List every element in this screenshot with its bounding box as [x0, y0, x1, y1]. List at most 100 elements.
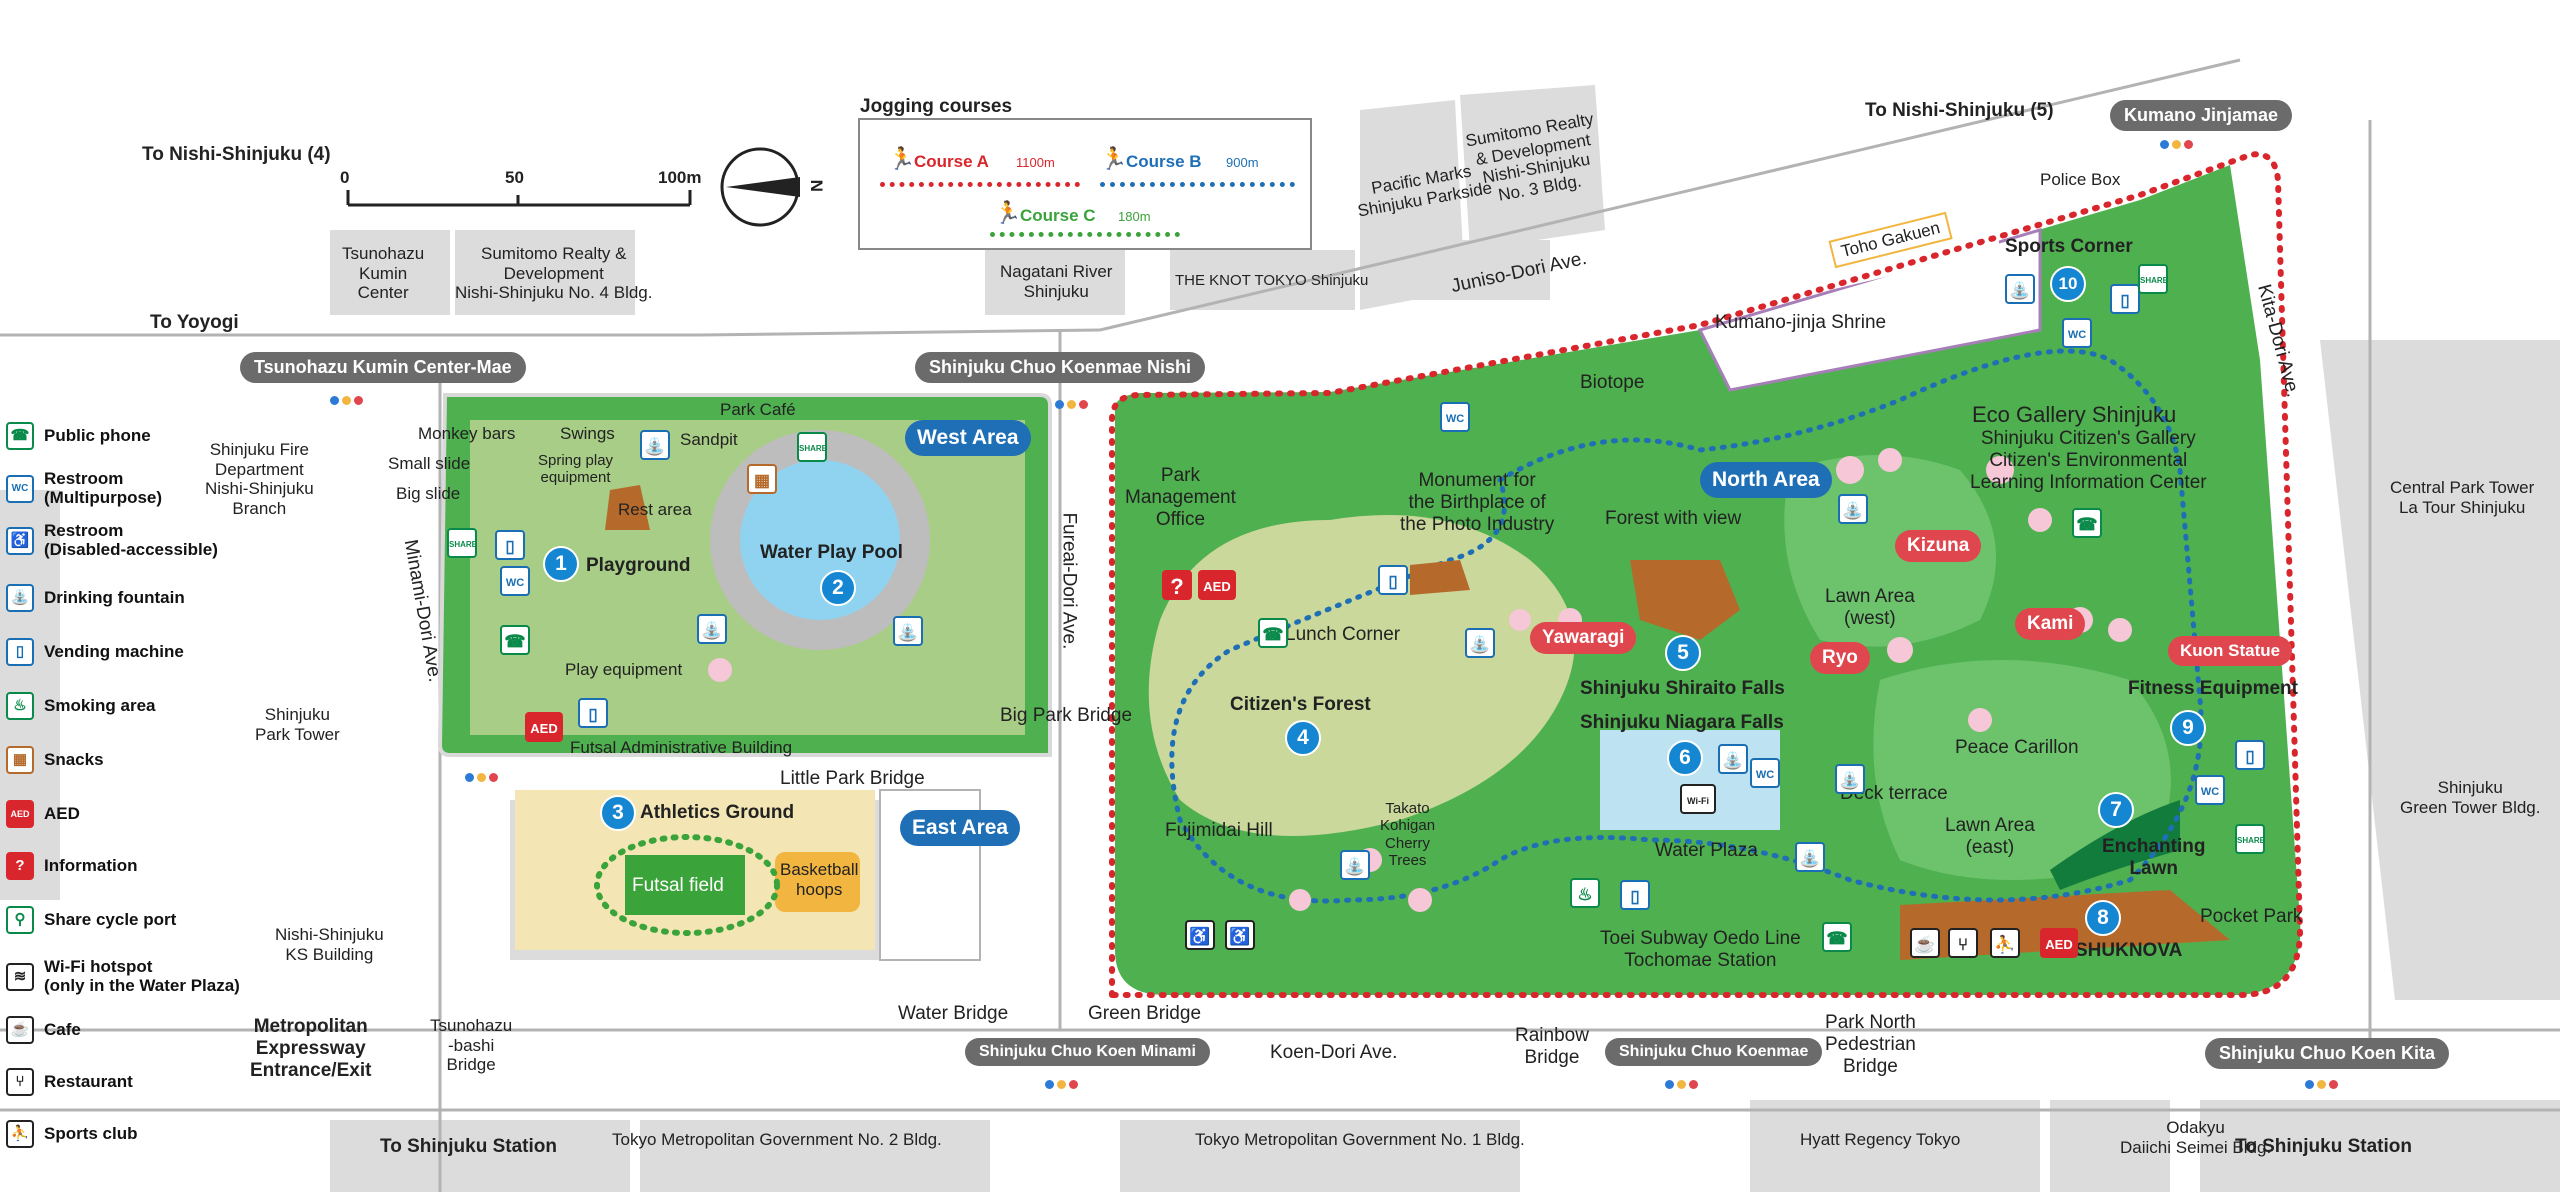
phone-icon[interactable]: ☎ — [1822, 922, 1852, 952]
course-a-route — [1109, 151, 2304, 998]
place-spring: Spring play equipment — [538, 452, 614, 487]
information-icon[interactable]: ? — [1162, 570, 1192, 600]
marker-5[interactable]: 5 — [1665, 635, 1701, 671]
traffic-light-icon — [1665, 1080, 1698, 1089]
to-shinjuku-station-left: To Shinjuku Station — [380, 1136, 557, 1157]
place-fujimidai: Fujimidai Hill — [1165, 820, 1273, 841]
marker-2[interactable]: 2 — [820, 570, 856, 606]
drinking-fountain-icon[interactable]: ⛲ — [1838, 494, 1868, 524]
place-futsal-field: Futsal field — [632, 875, 724, 896]
scale-fifty: 50 — [505, 168, 524, 187]
smoking-area-icon[interactable]: ♨ — [1570, 878, 1600, 908]
aed-icon[interactable]: AED — [525, 712, 563, 742]
cafe-icon[interactable]: ☕ — [1910, 928, 1940, 958]
drinking-fountain-icon[interactable]: ⛲ — [697, 614, 727, 644]
vending-machine-icon[interactable]: ▯ — [1620, 880, 1650, 910]
bldg-knot: THE KNOT TOKYO Shinjuku — [1175, 272, 1369, 289]
restaurant-icon[interactable]: ⑂ — [1948, 928, 1978, 958]
phone-icon[interactable]: ☎ — [500, 625, 530, 655]
snacks-icon[interactable]: ▦ — [747, 464, 777, 494]
share-cycle-icon[interactable]: SHARE — [2235, 824, 2265, 854]
sports-club-icon: ⛹ — [6, 1120, 34, 1148]
drinking-fountain-icon[interactable]: ⛲ — [2005, 274, 2035, 304]
drinking-fountain-icon[interactable]: ⛲ — [1340, 850, 1370, 880]
restroom-multipurpose-icon[interactable]: WC — [2195, 775, 2225, 805]
marker-3[interactable]: 3 — [600, 795, 636, 831]
vending-machine-icon: ▯ — [6, 638, 34, 666]
runner-c-icon: 🏃 — [994, 200, 1022, 225]
place-big-bridge: Big Park Bridge — [1000, 705, 1133, 726]
marker-9[interactable]: 9 — [2170, 710, 2206, 746]
restroom-multipurpose-icon[interactable]: WC — [500, 566, 530, 596]
traffic-light-icon — [1055, 400, 1088, 409]
aed-icon[interactable]: AED — [2040, 928, 2078, 958]
restroom-multipurpose-icon[interactable]: WC — [2062, 318, 2092, 348]
futsal-field-rect — [625, 855, 745, 915]
bldg-ks: Nishi-Shinjuku KS Building — [275, 925, 384, 964]
wifi-icon[interactable]: Wi-Fi — [1680, 784, 1716, 814]
legend-item: ⛹Sports club — [6, 1120, 138, 1148]
place-fitness: Fitness Equipment — [2128, 678, 2298, 699]
restroom-multipurpose-icon[interactable]: WC — [1750, 758, 1780, 788]
place-lunch: Lunch Corner — [1285, 624, 1401, 645]
share-cycle-icon[interactable]: SHARE — [797, 432, 827, 462]
marker-7[interactable]: 7 — [2098, 792, 2134, 828]
restroom-accessible-icon[interactable]: ♿ — [1185, 920, 1215, 950]
north-area-label: North Area — [1700, 462, 1832, 498]
place-tsunohazu-bridge: Tsunohazu -bashi Bridge — [430, 1016, 513, 1075]
restroom-multipurpose-icon[interactable]: WC — [1440, 402, 1470, 432]
runner-b-icon: 🏃 — [1100, 146, 1128, 171]
phone-icon[interactable]: ☎ — [2072, 508, 2102, 538]
share-cycle-icon[interactable]: SHARE — [447, 528, 477, 558]
runner-a-icon: 🏃 — [888, 146, 916, 171]
marker-8[interactable]: 8 — [2085, 900, 2121, 936]
drinking-fountain-icon[interactable]: ⛲ — [1718, 744, 1748, 774]
legend-item: ⚲Share cycle port — [6, 906, 176, 934]
marker-4[interactable]: 4 — [1285, 720, 1321, 756]
phone-icon[interactable]: ☎ — [1258, 618, 1288, 648]
drinking-fountain-icon[interactable]: ⛲ — [640, 430, 670, 460]
place-kami: Kami — [2015, 608, 2086, 640]
drinking-fountain-icon[interactable]: ⛲ — [893, 616, 923, 646]
marker-6[interactable]: 6 — [1667, 740, 1703, 776]
vending-machine-icon[interactable]: ▯ — [578, 698, 608, 728]
to-shinjuku-station-right: To Shinjuku Station — [2235, 1136, 2412, 1157]
place-enchanting: Enchanting Lawn — [2102, 836, 2206, 879]
bldg-green-tower: Shinjuku Green Tower Bldg. — [2400, 778, 2541, 817]
vending-machine-icon[interactable]: ▯ — [1378, 565, 1408, 595]
place-little-bridge: Little Park Bridge — [780, 768, 925, 789]
place-rainbow: Rainbow Bridge — [1515, 1025, 1589, 1068]
place-futsal-admin: Futsal Administrative Building — [570, 738, 793, 757]
traffic-light-icon — [330, 396, 363, 405]
legend-item: ≋Wi-Fi hotspot (only in the Water Plaza) — [6, 957, 240, 995]
vending-machine-icon[interactable]: ▯ — [2235, 740, 2265, 770]
vending-machine-icon[interactable]: ▯ — [2110, 284, 2140, 314]
place-water-play: Water Play Pool — [760, 542, 903, 563]
vending-machine-icon[interactable]: ▯ — [495, 530, 525, 560]
bus-stop-kumano: Kumano Jinjamae — [2110, 100, 2293, 131]
aed-icon: AED — [6, 800, 34, 828]
sports-club-icon[interactable]: ⛹ — [1990, 928, 2020, 958]
drinking-fountain-icon[interactable]: ⛲ — [1465, 628, 1495, 658]
aed-icon[interactable]: AED — [1198, 570, 1236, 600]
traffic-light-icon — [465, 773, 498, 782]
place-playground: Playground — [586, 555, 691, 576]
marker-1[interactable]: 1 — [543, 546, 579, 582]
main-park-paths — [1148, 515, 1575, 836]
jogging-legend: Course A 1100m Course B 900m Course C 18… — [858, 118, 1312, 250]
legend-item: ☎Public phone — [6, 422, 151, 450]
restroom-accessible-icon[interactable]: ♿ — [1225, 920, 1255, 950]
drinking-fountain-icon[interactable]: ⛲ — [1835, 764, 1865, 794]
place-small-slide: Small slide — [388, 454, 471, 473]
marker-10[interactable]: 10 — [2050, 266, 2086, 302]
legend-item: ☕Cafe — [6, 1016, 81, 1044]
drinking-fountain-icon[interactable]: ⛲ — [1795, 842, 1825, 872]
share-cycle-icon[interactable]: SHARE — [2138, 264, 2168, 294]
legend-label: Smoking area — [44, 695, 156, 715]
legend-label: Information — [44, 855, 138, 875]
place-sports-corner: Sports Corner — [2005, 236, 2133, 257]
restroom-multipurpose-icon: WC — [6, 474, 34, 503]
wifi-icon: ≋ — [6, 962, 34, 991]
